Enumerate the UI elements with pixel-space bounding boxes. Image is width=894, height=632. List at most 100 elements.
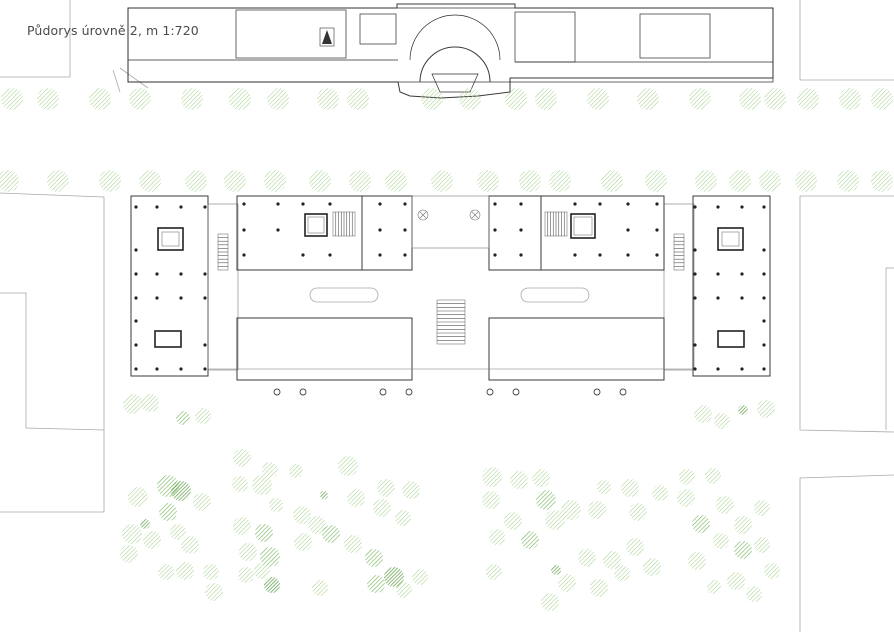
column-mark bbox=[762, 272, 766, 276]
tree-icon bbox=[349, 170, 371, 192]
tree-icon bbox=[252, 475, 272, 495]
column-mark bbox=[403, 253, 407, 257]
tree-icon bbox=[482, 467, 502, 487]
tree-icon bbox=[344, 535, 362, 553]
bollard-mark bbox=[379, 388, 387, 396]
column-mark bbox=[519, 253, 523, 257]
column-mark bbox=[179, 205, 183, 209]
column-mark bbox=[155, 272, 159, 276]
column-mark bbox=[655, 253, 659, 257]
tree-icon bbox=[716, 496, 734, 514]
tree-icon bbox=[459, 88, 481, 110]
column-mark bbox=[762, 319, 766, 323]
column-mark bbox=[598, 202, 602, 206]
column-mark bbox=[242, 228, 246, 232]
tree-icon bbox=[203, 564, 219, 580]
tree-icon bbox=[232, 476, 248, 492]
tree-icon bbox=[367, 575, 385, 593]
column-mark bbox=[693, 343, 697, 347]
column-mark bbox=[693, 248, 697, 252]
tree-icon bbox=[757, 400, 775, 418]
new-building-plan bbox=[130, 195, 771, 396]
column-mark bbox=[301, 253, 305, 257]
tree-icon bbox=[158, 564, 174, 580]
tree-icon bbox=[181, 536, 199, 554]
column-mark bbox=[573, 253, 577, 257]
column-mark bbox=[762, 296, 766, 300]
tree-icon bbox=[347, 88, 369, 110]
tree-icon bbox=[714, 413, 730, 429]
tree-icon bbox=[626, 538, 644, 556]
tree-icon bbox=[120, 545, 138, 563]
tree-icon bbox=[621, 479, 639, 497]
tree-icon bbox=[320, 491, 328, 499]
tree-icon bbox=[233, 517, 251, 535]
column-mark bbox=[519, 202, 523, 206]
tree-icon bbox=[1, 88, 23, 110]
column-mark bbox=[378, 228, 382, 232]
tree-icon bbox=[37, 88, 59, 110]
tree-icon bbox=[694, 405, 712, 423]
column-mark bbox=[301, 202, 305, 206]
tree-icon bbox=[129, 88, 151, 110]
tree-icon bbox=[679, 469, 695, 485]
tree-icon bbox=[590, 579, 608, 597]
column-mark bbox=[276, 228, 280, 232]
column-mark bbox=[493, 253, 497, 257]
tree-icon bbox=[689, 88, 711, 110]
tree-icon bbox=[47, 170, 69, 192]
tree-icon bbox=[205, 583, 223, 601]
tree-icon bbox=[385, 170, 407, 192]
tree-icon bbox=[759, 170, 781, 192]
column-mark bbox=[134, 343, 138, 347]
skylight-symbol bbox=[417, 209, 481, 221]
column-mark bbox=[203, 205, 207, 209]
tree-icon bbox=[871, 170, 893, 192]
tree-icon bbox=[541, 593, 559, 611]
tree-icon bbox=[637, 88, 659, 110]
tree-icon bbox=[412, 569, 428, 585]
tree-icon bbox=[727, 572, 745, 590]
tree-icon bbox=[764, 563, 780, 579]
column-mark bbox=[203, 367, 207, 371]
tree-icon bbox=[707, 580, 721, 594]
tree-icon bbox=[195, 408, 211, 424]
tree-icon bbox=[587, 88, 609, 110]
column-mark bbox=[519, 228, 523, 232]
column-mark bbox=[403, 228, 407, 232]
tree-icon bbox=[421, 88, 443, 110]
column-mark bbox=[155, 205, 159, 209]
column-mark bbox=[626, 228, 630, 232]
park-trees bbox=[120, 394, 780, 611]
tree-icon bbox=[176, 411, 190, 425]
tree-row-upper bbox=[1, 88, 893, 110]
tree-icon bbox=[141, 394, 159, 412]
tree-icon bbox=[170, 524, 186, 540]
tree-icon bbox=[738, 405, 748, 415]
tree-icon bbox=[588, 501, 606, 519]
column-mark bbox=[655, 228, 659, 232]
tree-icon bbox=[255, 524, 273, 542]
column-mark bbox=[762, 248, 766, 252]
tree-icon bbox=[695, 170, 717, 192]
tree-icon bbox=[837, 170, 859, 192]
tree-icon bbox=[739, 88, 761, 110]
tree-icon bbox=[535, 88, 557, 110]
north-arrow-icon bbox=[319, 27, 335, 47]
tree-icon bbox=[505, 88, 527, 110]
bollard-mark bbox=[273, 388, 281, 396]
tree-icon bbox=[795, 170, 817, 192]
column-mark bbox=[179, 296, 183, 300]
tree-icon bbox=[309, 170, 331, 192]
column-mark bbox=[693, 296, 697, 300]
column-mark bbox=[179, 272, 183, 276]
tree-icon bbox=[89, 88, 111, 110]
column-mark bbox=[328, 253, 332, 257]
historic-building-plan bbox=[127, 3, 774, 99]
tree-icon bbox=[597, 480, 611, 494]
tree-icon bbox=[545, 510, 565, 530]
stair-icon bbox=[217, 211, 685, 345]
column-mark bbox=[179, 367, 183, 371]
column-mark bbox=[740, 367, 744, 371]
tree-icon bbox=[269, 498, 283, 512]
